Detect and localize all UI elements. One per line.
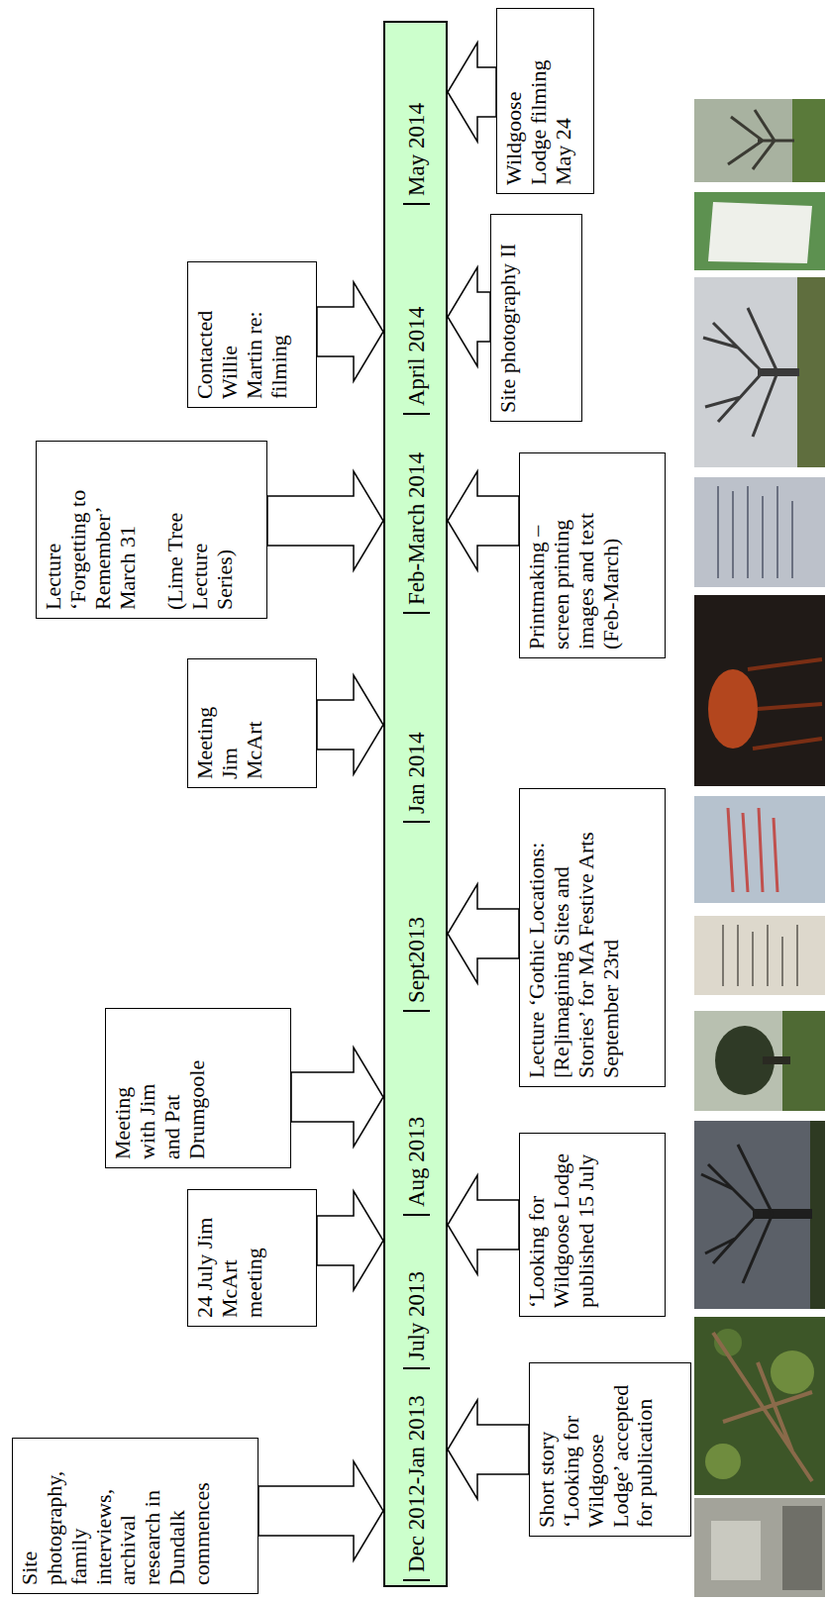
period-label: April 2014 — [404, 307, 427, 407]
photo-ground — [694, 192, 826, 271]
block-arrow — [447, 471, 519, 571]
block-arrow — [316, 282, 384, 382]
photo-ground — [694, 1317, 826, 1496]
photo-old — [694, 1498, 826, 1598]
tick — [403, 1367, 430, 1370]
event-text: Site photography, family interviews, arc… — [17, 1447, 215, 1586]
photo-detail — [752, 1209, 813, 1220]
block-arrow — [258, 1461, 384, 1561]
event-box: Lecture ‘Gothic Locations: [Re]imagining… — [518, 788, 666, 1088]
block-arrow — [447, 42, 497, 142]
block-arrow — [316, 1191, 384, 1291]
event-box: Meeting with Jim and Pat Drumgoole — [104, 1008, 292, 1169]
photo-detail — [708, 669, 758, 749]
photo-detail — [727, 109, 795, 170]
photo-detail — [792, 99, 826, 183]
photo-detail — [782, 1506, 823, 1591]
event-text: Printmaking – screen printing images and… — [524, 481, 623, 650]
photo-detail — [711, 1521, 761, 1581]
tick — [403, 1214, 430, 1217]
event-box: Meeting Jim McArt — [187, 658, 317, 789]
event-box: ‘Looking for Wildgoose Lodge published 1… — [518, 1133, 666, 1318]
photo-detail — [705, 1444, 741, 1480]
event-text: Short story ‘Looking for Wildgoose Lodge… — [534, 1379, 658, 1529]
photo-tree — [694, 1011, 826, 1112]
photo-print — [694, 796, 826, 904]
period-label: Feb-March 2014 — [404, 452, 427, 606]
event-box: 24 July Jim McArt meeting — [187, 1189, 317, 1328]
event-text: (Lime Tree Lecture Series) — [163, 486, 238, 611]
photo-detail — [708, 202, 813, 264]
block-arrow — [447, 267, 491, 367]
period-label: May 2014 — [404, 103, 427, 197]
event-box: Site photography II — [490, 213, 583, 422]
event-box: Contacted Willie Martin re: filming — [187, 261, 317, 409]
photo-detail — [797, 277, 826, 468]
event-box: Printmaking – screen printing images and… — [518, 452, 666, 659]
event-text: Wildgoose Lodge filming May 24 — [502, 51, 577, 186]
photo-ground — [694, 277, 826, 468]
event-text: Meeting Jim McArt — [193, 700, 268, 780]
photo-ground — [694, 477, 826, 588]
photo-ground — [694, 1498, 826, 1598]
tick — [403, 203, 430, 206]
event-text: Meeting with Jim and Pat Drumgoole — [110, 1060, 209, 1160]
photo-detail — [701, 1144, 773, 1284]
block-arrow — [291, 1047, 384, 1147]
event-text: ‘Looking for Wildgoose Lodge published 1… — [524, 1141, 600, 1309]
photo-brambles — [694, 1317, 826, 1496]
block-arrow — [447, 884, 519, 984]
photo-dark-tree — [694, 1121, 826, 1310]
photo-detail — [762, 1056, 791, 1065]
photo-detail — [757, 368, 800, 377]
event-box: Lecture ‘Forgetting to Remember’ March 3… — [35, 440, 268, 620]
event-box: Site photography, family interviews, arc… — [11, 1438, 259, 1595]
tick — [403, 1010, 430, 1013]
tick — [403, 821, 430, 824]
photo-detail — [727, 808, 778, 893]
period-label: Aug 2013 — [404, 1117, 427, 1208]
period-label: July 2013 — [404, 1271, 427, 1361]
tick — [403, 413, 430, 415]
photo-detail — [810, 1121, 826, 1310]
photo-detail — [718, 486, 793, 579]
photo-small-tree — [694, 99, 826, 183]
photo-field-tree — [694, 277, 826, 468]
event-text: 24 July Jim McArt meeting — [193, 1198, 268, 1319]
photo-detail — [703, 308, 778, 437]
tick — [403, 1579, 430, 1582]
event-text: Contacted Willie Martin re: filming — [193, 300, 292, 400]
event-text: Site photography II — [496, 222, 521, 414]
photo-painting — [694, 595, 826, 787]
photo-green-paper — [694, 192, 826, 271]
event-text: Lecture ‘Forgetting to Remember’ March 3… — [41, 486, 140, 611]
photo-detail — [723, 925, 798, 987]
block-arrow — [267, 471, 384, 571]
event-box: Wildgoose Lodge filming May 24 — [496, 7, 595, 195]
event-box: Short story ‘Looking for Wildgoose Lodge… — [528, 1362, 692, 1538]
photo-ground — [694, 1011, 826, 1112]
timeline-bar: Dec 2012-Jan 2013 July 2013 Aug 2013 Sept20… — [383, 20, 448, 1588]
photo-detail — [770, 1350, 815, 1395]
block-arrow — [447, 1175, 519, 1275]
photo-ground — [694, 916, 826, 996]
period-label: Jan 2014 — [404, 732, 427, 815]
timeline-fill — [383, 20, 448, 1588]
period-label: Sept2013 — [404, 917, 427, 1004]
tick — [403, 612, 430, 615]
photo-ground — [694, 1121, 826, 1310]
photo-ground — [694, 99, 826, 183]
photo-detail — [713, 1333, 813, 1482]
period-label: Dec 2012-Jan 2013 — [404, 1395, 427, 1573]
photo-detail — [747, 659, 823, 749]
photo-book-page — [694, 916, 826, 996]
photo-ground — [694, 595, 826, 787]
block-arrow — [316, 675, 384, 775]
tick-marks — [403, 204, 430, 1581]
photo-paper — [694, 477, 826, 588]
event-text: Lecture ‘Gothic Locations: [Re]imagining… — [524, 797, 623, 1079]
photo-ground — [694, 796, 826, 904]
block-arrow — [447, 1400, 529, 1500]
